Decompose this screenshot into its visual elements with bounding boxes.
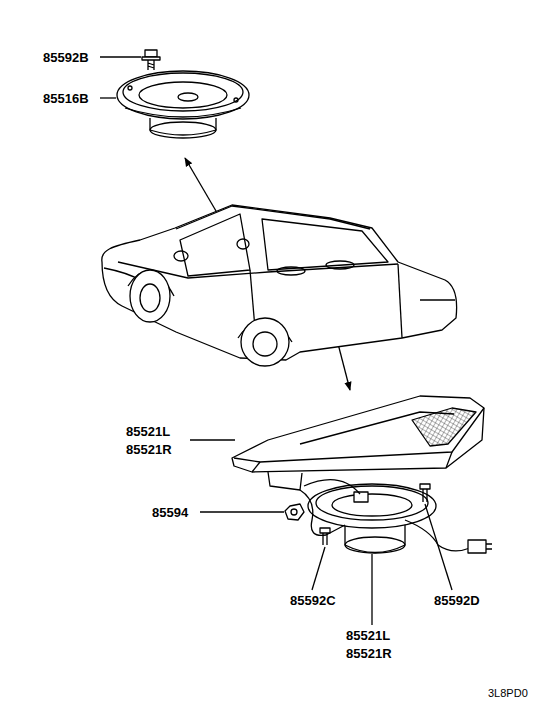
screw-85592B xyxy=(145,50,157,57)
car-outline xyxy=(241,318,289,366)
leader-line xyxy=(312,547,325,590)
speaker-85516B xyxy=(178,93,198,101)
leader-line xyxy=(190,439,235,440)
speaker-85516B xyxy=(139,82,227,108)
car-outline xyxy=(262,219,388,270)
speaker-85516B xyxy=(234,98,238,102)
nut-85594 xyxy=(285,504,304,520)
speaker-85516B xyxy=(150,118,216,135)
car-outline xyxy=(326,261,354,269)
car-outline xyxy=(130,270,170,322)
speaker-85516B xyxy=(117,71,249,119)
part-number: 85592C xyxy=(290,593,336,608)
car-outline xyxy=(176,206,370,229)
wire-harness xyxy=(300,480,492,553)
screw-85592B xyxy=(142,50,160,70)
wire-harness xyxy=(405,520,470,551)
speaker-tray-85521 xyxy=(232,396,484,490)
screw-85592B xyxy=(148,60,154,70)
wire-harness xyxy=(486,544,492,549)
wire-harness xyxy=(468,540,486,553)
part-number: 85516B xyxy=(43,91,89,106)
part-number: 85521R xyxy=(126,442,172,457)
speaker-tray-85521 xyxy=(446,452,452,468)
speaker-tray-85521 xyxy=(412,408,476,446)
speaker-85521 xyxy=(316,486,428,520)
part-number: 85521R xyxy=(346,646,392,661)
part-number: 85592D xyxy=(434,593,480,608)
screw-85592C xyxy=(323,533,327,545)
illustration xyxy=(100,50,492,625)
speaker-85521 xyxy=(332,494,412,516)
speaker-85516B xyxy=(125,108,241,117)
screw-85592D xyxy=(420,484,430,502)
speaker-85521 xyxy=(308,484,436,553)
car-outline xyxy=(237,239,249,249)
speaker-85521 xyxy=(354,492,368,502)
speaker-85516B xyxy=(123,73,243,111)
leader-line xyxy=(100,56,141,57)
leader-line xyxy=(100,97,116,98)
leader-line xyxy=(425,504,452,590)
screw-85592C xyxy=(320,528,330,533)
part-number: 85521L xyxy=(126,424,170,439)
car-outline xyxy=(420,299,455,300)
nut-85594 xyxy=(285,504,304,520)
car-outline xyxy=(277,267,305,275)
wire-harness xyxy=(304,480,360,494)
part-number: 85592B xyxy=(43,50,89,65)
speaker-85521 xyxy=(308,484,436,528)
speaker-85516B xyxy=(128,86,132,90)
wire-harness xyxy=(300,490,345,535)
screw-85592B xyxy=(142,57,160,60)
screw-85592D xyxy=(423,489,427,502)
leader-line xyxy=(371,554,372,625)
speaker-tray-85521 xyxy=(268,472,302,490)
part-number: 85521L xyxy=(346,628,390,643)
speaker-85516B xyxy=(150,122,216,138)
nut-85594 xyxy=(291,509,297,515)
drawing-code: 3L8PD0 xyxy=(488,686,528,701)
speaker-tray-85521 xyxy=(252,462,260,472)
car-outline xyxy=(102,205,457,366)
car-outline xyxy=(398,264,402,338)
car-outline xyxy=(174,251,188,261)
car-outline xyxy=(140,284,160,312)
leader-line xyxy=(200,511,284,512)
speaker-tray-85521 xyxy=(234,408,484,462)
speaker-85516B xyxy=(117,71,249,138)
car-outline xyxy=(253,332,277,356)
speaker-tray-85521 xyxy=(232,396,484,472)
part-number: 85594 xyxy=(152,505,188,520)
screw-85592D xyxy=(420,484,430,489)
speaker-85521 xyxy=(345,537,405,553)
screw-85592C xyxy=(320,528,330,545)
